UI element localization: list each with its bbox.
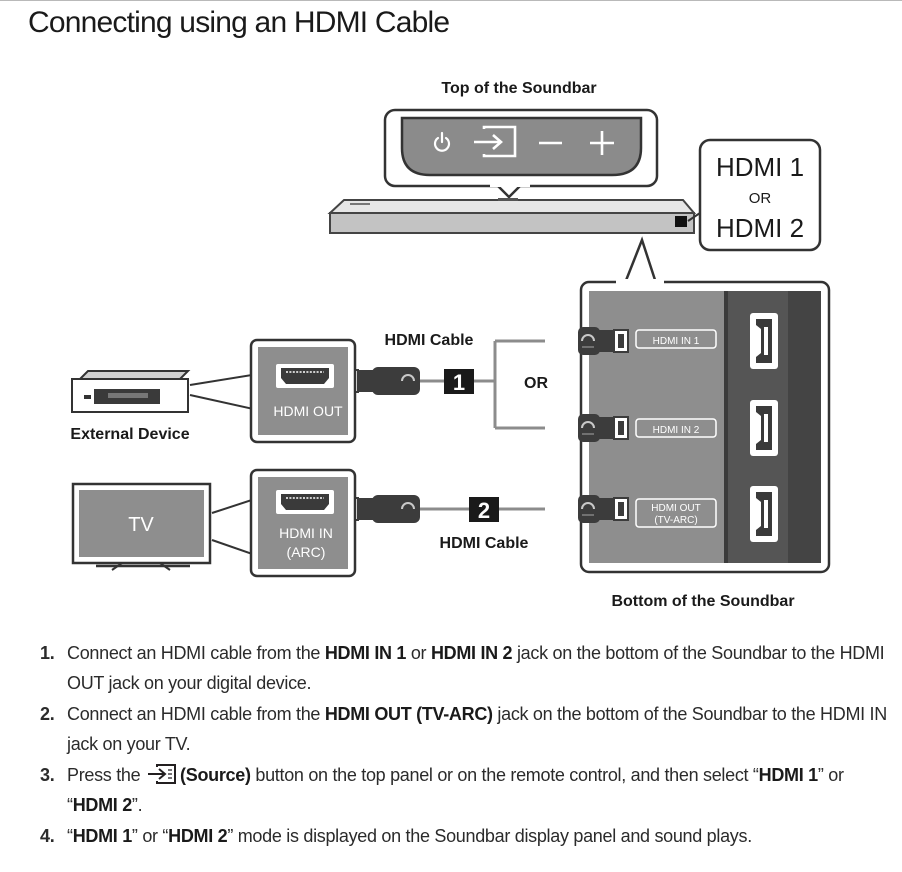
- top-rule: [0, 0, 902, 1]
- top-panel-buttons: [400, 116, 643, 177]
- hdmi-plug-in1: [577, 326, 629, 356]
- source-icon: [474, 125, 517, 158]
- cable-number-2-badge: [469, 497, 499, 522]
- external-device-label: External Device: [70, 426, 189, 443]
- step-4: 4.“HDMI 1” or “HDMI 2” mode is displayed…: [40, 826, 752, 846]
- port-hdmi-in-2: HDMI IN 2: [653, 425, 700, 436]
- hdmi-plug-in2: [577, 413, 629, 443]
- display-callout: [698, 138, 822, 252]
- display-or: OR: [749, 190, 772, 207]
- hdmi-out-tv-arc-jack: [750, 486, 778, 542]
- device-hdmi-out-jack: [276, 364, 334, 388]
- top-of-soundbar-label: Top of the Soundbar: [441, 80, 596, 97]
- tv-hdmi-in-jack: [276, 490, 334, 514]
- tv-label: TV: [128, 514, 154, 536]
- source-icon: [148, 764, 177, 784]
- tv-icon: [71, 482, 212, 571]
- volume-up-icon: [590, 131, 614, 155]
- or-label: OR: [524, 375, 548, 392]
- step-2: 2.Connect an HDMI cable from the HDMI OU…: [40, 704, 887, 754]
- instruction-steps: 1.Connect an HDMI cable from the HDMI IN…: [40, 638, 890, 852]
- port-hdmi-out-line1: HDMI OUT: [651, 503, 700, 514]
- cable-number-1: 1: [453, 370, 465, 395]
- connection-diagram: Top of the Soundbar HDMI 1 OR HDMI 2: [70, 80, 831, 610]
- external-device-icon: [71, 370, 191, 413]
- step-3: 3.Press the (Source) button on the top p…: [40, 764, 844, 815]
- cable-label-bottom: HDMI Cable: [440, 535, 529, 552]
- hdmi-in-2-jack: [750, 400, 778, 456]
- cable-label-top: HDMI Cable: [385, 332, 474, 349]
- power-icon: [433, 131, 451, 152]
- port-hdmi-in-1: HDMI IN 1: [653, 336, 700, 347]
- soundbar-body: [327, 198, 697, 234]
- cable-number-2: 2: [478, 498, 490, 523]
- cable-lines: [420, 339, 545, 511]
- display-hdmi1: HDMI 1: [716, 152, 804, 182]
- hdmi-in-1-jack: [750, 313, 778, 369]
- bottom-of-soundbar-label: Bottom of the Soundbar: [611, 593, 794, 610]
- step-1: 1.Connect an HDMI cable from the HDMI IN…: [40, 643, 885, 693]
- page-title: Connecting using an HDMI Cable: [28, 6, 450, 39]
- tv-port-label-line1: HDMI IN: [279, 525, 333, 541]
- tv-port-label-line2: (ARC): [287, 544, 326, 560]
- device-port-label: HDMI OUT: [273, 403, 343, 419]
- port-hdmi-out-line2: (TV-ARC): [654, 515, 697, 526]
- cable-number-1-badge: [444, 369, 474, 394]
- display-hdmi2: HDMI 2: [716, 213, 804, 243]
- hdmi-plug-out: [577, 494, 629, 524]
